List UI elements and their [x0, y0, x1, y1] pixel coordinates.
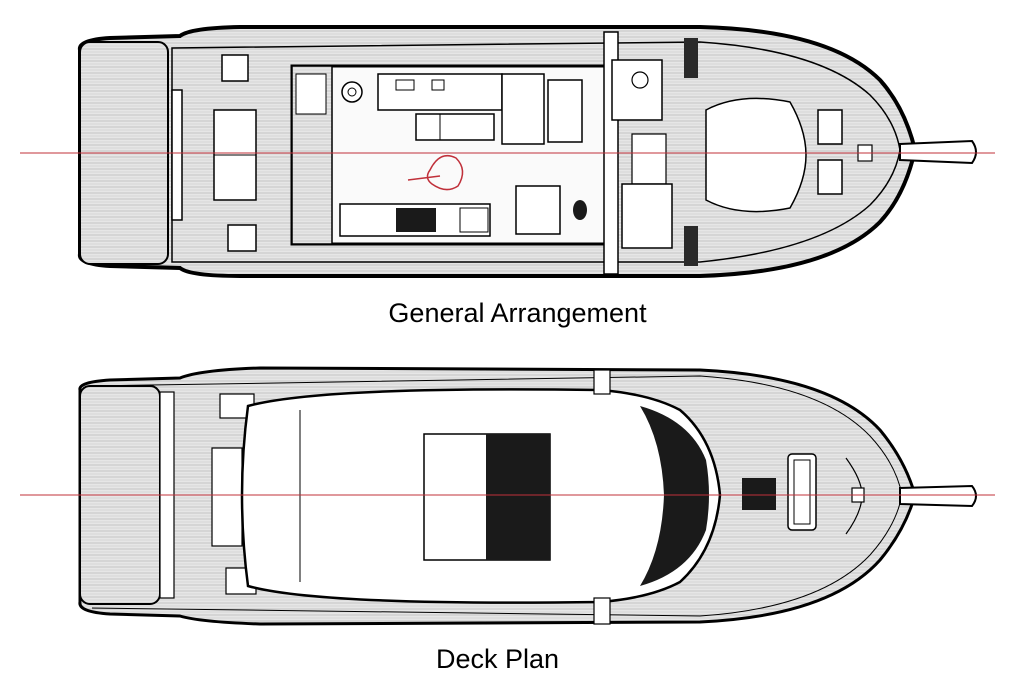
deck-plan-drawing — [0, 350, 1015, 650]
caption-general-arrangement: General Arrangement — [388, 298, 647, 328]
ga-head — [611, 59, 663, 121]
deck-forward-hatch — [742, 478, 776, 510]
ga-helm-seat — [515, 185, 561, 235]
ga-bowsprit — [899, 139, 977, 165]
deck-anchor-locker — [787, 453, 817, 531]
ga-figure-sketch — [407, 155, 464, 191]
ga-v-berth — [705, 97, 807, 213]
general-arrangement-drawing — [0, 0, 1015, 290]
caption-deck-plan: Deck Plan — [435, 644, 560, 674]
deck-bowsprit — [899, 484, 977, 508]
ga-helm-wheel — [573, 200, 587, 220]
deck-windscreen — [640, 406, 709, 586]
ga-saloon-table — [415, 113, 495, 141]
